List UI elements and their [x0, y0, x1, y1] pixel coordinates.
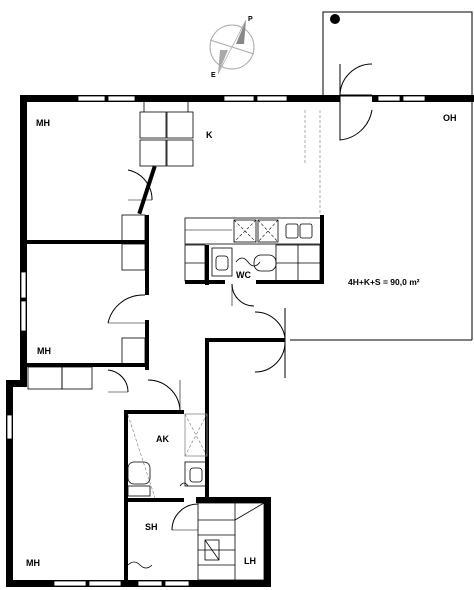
- room-label-wc: WC: [236, 270, 251, 280]
- balcony: [290, 11, 473, 341]
- room-label-lh: LH: [244, 556, 256, 566]
- room-label-mh-top: MH: [36, 118, 50, 128]
- compass-rose: P E: [209, 16, 255, 79]
- compass-north-label: P: [248, 16, 253, 23]
- room-label-kitchen: K: [206, 130, 213, 140]
- stairs: [197, 502, 265, 581]
- bedroom3-door: [107, 369, 129, 393]
- ak-door: [147, 379, 181, 411]
- room-label-mh-mid: MH: [37, 346, 51, 356]
- balcony-drain-icon: [330, 14, 340, 24]
- room-label-ak: AK: [156, 434, 169, 444]
- room-label-living: OH: [443, 113, 457, 123]
- kitchen-furniture: [139, 100, 322, 245]
- ak-cabinets: [127, 413, 208, 499]
- area-label: 4H+K+S = 90,0 m²: [348, 277, 420, 287]
- room-label-sh: SH: [145, 522, 158, 532]
- sauna-door: [127, 503, 199, 569]
- bedroom2-door: [107, 294, 146, 324]
- balcony-door: [339, 63, 373, 141]
- windows: [6, 95, 426, 587]
- living-room-door: [254, 308, 286, 378]
- wc-room: [184, 244, 321, 307]
- kitchen-door: [127, 169, 153, 201]
- wardrobes: [27, 214, 146, 390]
- compass-east-label: E: [211, 72, 216, 79]
- room-label-mh-bottom: MH: [26, 558, 40, 568]
